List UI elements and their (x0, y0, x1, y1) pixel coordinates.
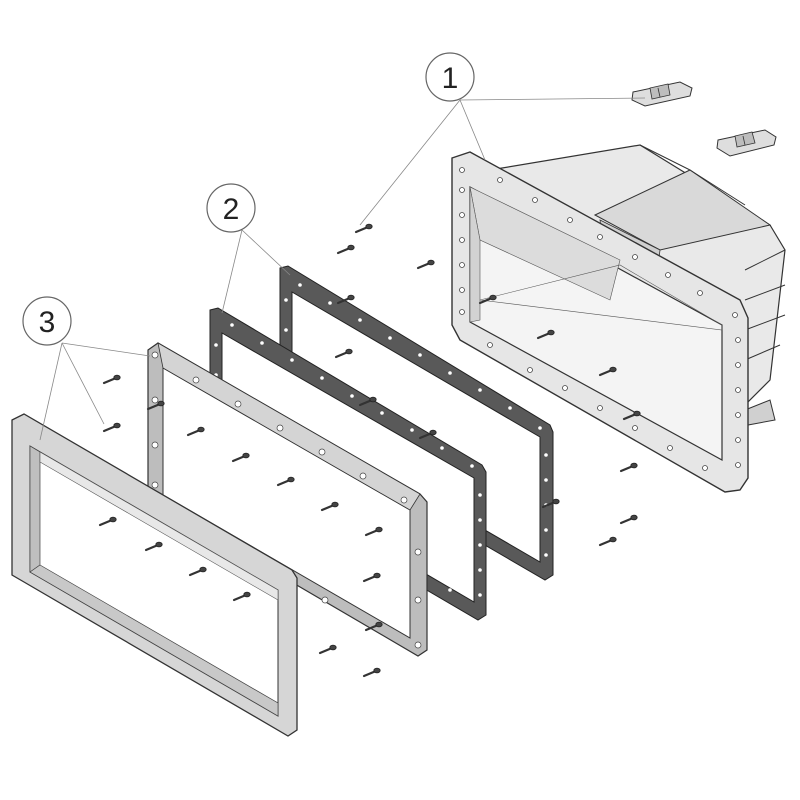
callout-3-circle (22, 296, 72, 346)
callout-3: 3 (22, 296, 151, 441)
callout-2-label: 2 (223, 193, 240, 226)
callout-2: 2 (206, 183, 291, 314)
callout-1: 1 (359, 52, 646, 226)
clip-top (631, 81, 693, 107)
callout-1-label: 1 (442, 62, 459, 95)
callout-3-label: 3 (39, 306, 56, 339)
clip-bottom (716, 129, 777, 157)
skimmer-body (451, 144, 786, 493)
mounting-frame (147, 342, 428, 657)
callout-2-circle (206, 183, 256, 233)
callout-1-circle (425, 52, 475, 102)
faceplate (11, 413, 298, 737)
